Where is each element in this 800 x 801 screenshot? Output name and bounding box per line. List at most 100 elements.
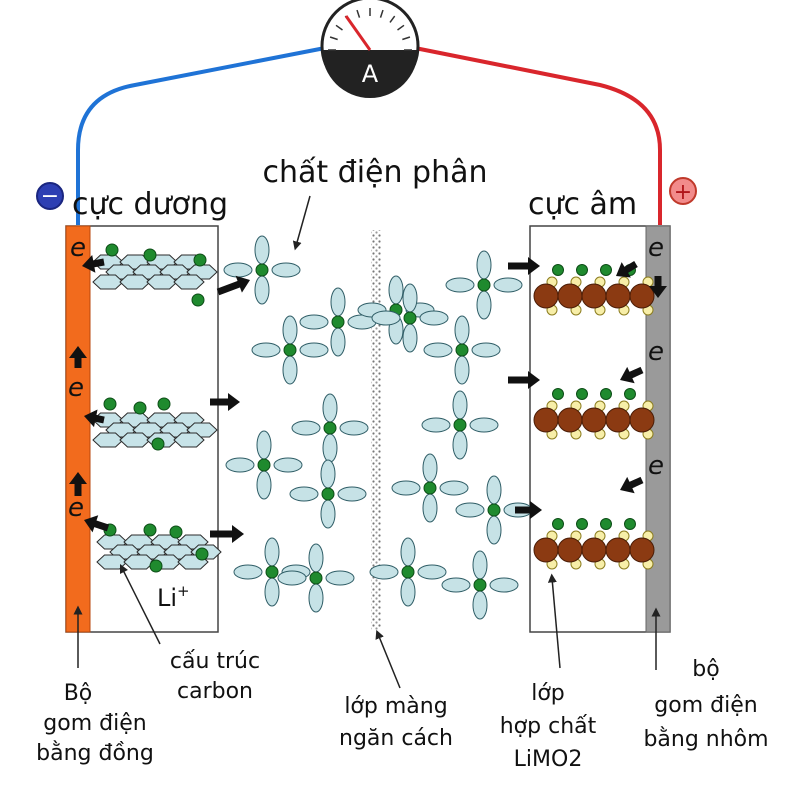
electron-right-top: e xyxy=(648,233,664,263)
electrolyte-molecule xyxy=(277,543,355,613)
metal-atom xyxy=(557,283,583,309)
electrolyte-molecule xyxy=(369,537,447,607)
li-ion-label: Li+ xyxy=(157,582,190,612)
lithium-ion xyxy=(576,388,588,400)
minus-sign: − xyxy=(41,184,59,209)
electron-flow-arrow xyxy=(649,276,667,298)
svg-text:lớp màng: lớp màng xyxy=(344,694,447,719)
meter-tick xyxy=(356,9,361,18)
aluminum-collector-label: bộ gom điện bằng nhôm xyxy=(643,607,769,752)
meter-tick xyxy=(389,15,396,23)
electron-flow-arrow xyxy=(84,409,105,428)
minus-terminal-icon xyxy=(36,182,64,210)
electrolyte-molecule xyxy=(421,390,499,460)
electron-right-mid: e xyxy=(648,337,664,367)
ion-flow-arrow xyxy=(210,393,240,411)
svg-text:LiMO2: LiMO2 xyxy=(514,747,583,772)
lithium-ion xyxy=(195,547,209,561)
svg-text:gom điện: gom điện xyxy=(43,711,146,736)
metal-atom xyxy=(557,407,583,433)
metal-atom xyxy=(557,537,583,563)
ion-flow-arrow xyxy=(216,275,250,296)
metal-atom xyxy=(605,407,631,433)
limo2-layer xyxy=(533,518,655,570)
lithium-ion xyxy=(552,518,564,530)
electrolyte-molecule xyxy=(455,475,533,545)
limo2-layer xyxy=(533,264,655,316)
metal-atom xyxy=(605,283,631,309)
lithium-ion xyxy=(624,518,636,530)
ion-flow-arrow xyxy=(210,525,244,543)
meter-tick xyxy=(397,24,405,31)
carbon-structure-layer xyxy=(96,534,222,570)
electron-flow-arrow xyxy=(69,472,87,496)
meter-tick xyxy=(402,36,411,41)
carbon-hexagon xyxy=(173,432,205,448)
plus-sign: + xyxy=(674,180,692,205)
negative-wire xyxy=(76,46,326,225)
metal-atom xyxy=(629,537,655,563)
ion-flow-arrow xyxy=(508,371,540,389)
lithium-ion xyxy=(133,401,147,415)
electrolyte-molecule xyxy=(391,453,469,523)
electrolyte-molecule xyxy=(251,315,329,385)
lithium-ion xyxy=(576,264,588,276)
lithium-ion xyxy=(105,243,119,257)
electron-flow-arrow xyxy=(619,476,644,494)
lithium-ion xyxy=(576,518,588,530)
electron-flow-arrow xyxy=(69,346,87,368)
electron-left-mid: e xyxy=(68,373,84,403)
ion-flow-arrow xyxy=(508,257,540,275)
lithium-ion xyxy=(552,388,564,400)
svg-text:ngăn cách: ngăn cách xyxy=(339,726,453,751)
lithium-ion xyxy=(149,559,163,573)
electron-flow-arrow xyxy=(81,254,105,273)
metal-atom xyxy=(629,407,655,433)
lithium-ion xyxy=(191,293,205,307)
positive-wire xyxy=(414,46,662,225)
ammeter-symbol: A xyxy=(362,60,379,88)
svg-text:hợp chất: hợp chất xyxy=(500,714,597,739)
svg-text:gom điện: gom điện xyxy=(654,693,757,718)
svg-text:bộ: bộ xyxy=(692,657,719,682)
meter-tick xyxy=(329,36,338,41)
lithium-ion xyxy=(193,253,207,267)
svg-text:bằng nhôm: bằng nhôm xyxy=(643,727,768,752)
lithium-ion xyxy=(103,397,117,411)
metal-atom xyxy=(533,537,559,563)
metal-atom xyxy=(533,283,559,309)
svg-text:cấu trúc: cấu trúc xyxy=(170,649,260,674)
copper-collector xyxy=(65,225,91,633)
meter-tick xyxy=(335,24,343,31)
lithium-ion xyxy=(157,397,171,411)
plus-terminal-icon xyxy=(669,177,697,205)
separator-label: lớp màng ngăn cách xyxy=(339,629,453,751)
svg-text:carbon: carbon xyxy=(177,679,253,704)
left-electrode-label: cực dương xyxy=(72,187,228,222)
electrolyte-molecule xyxy=(289,459,367,529)
lithium-ion xyxy=(600,388,612,400)
svg-text:lớp: lớp xyxy=(531,681,565,706)
metal-atom xyxy=(605,537,631,563)
electron-flow-arrow xyxy=(84,515,110,533)
lithium-ion xyxy=(169,525,183,539)
lithium-ion xyxy=(143,248,157,262)
right-electrode-label: cực âm xyxy=(528,187,637,222)
ammeter: A xyxy=(320,0,420,98)
electrolyte-molecule xyxy=(223,235,301,305)
carbon-hexagon xyxy=(173,274,205,290)
lithium-ion xyxy=(624,388,636,400)
electrolyte-molecule xyxy=(357,275,435,345)
electrolyte-molecule xyxy=(225,430,303,500)
electrolyte-molecule xyxy=(291,393,369,463)
electrolyte-molecule xyxy=(445,250,523,320)
metal-atom xyxy=(533,407,559,433)
lithium-ion xyxy=(600,264,612,276)
electron-flow-arrow xyxy=(619,366,644,384)
ammeter-needle xyxy=(344,15,372,51)
lithium-ion xyxy=(552,264,564,276)
lithium-ion xyxy=(143,523,157,537)
separator-membrane xyxy=(371,230,381,630)
